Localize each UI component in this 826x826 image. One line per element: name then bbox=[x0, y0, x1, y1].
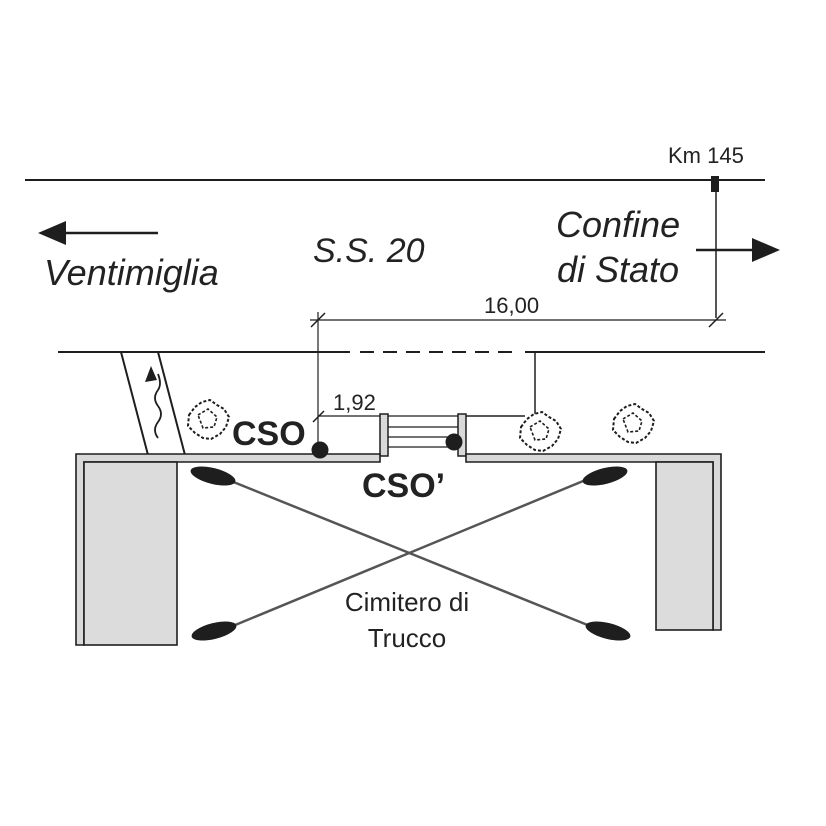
path-end-br bbox=[585, 621, 631, 641]
bush-2 bbox=[518, 410, 563, 453]
dimension-192-tick bbox=[312, 410, 325, 423]
cemetery-label-line2: Trucco bbox=[368, 623, 447, 653]
path-end-bl bbox=[191, 621, 237, 641]
km-marker bbox=[711, 176, 719, 192]
cemetery-label-line1: Cimitero di bbox=[345, 587, 469, 617]
dimension-16-tick-right bbox=[708, 312, 724, 328]
cemetery-left-block bbox=[83, 461, 178, 646]
stair-left-wall bbox=[379, 413, 389, 457]
bush-3 bbox=[611, 402, 656, 445]
cso-prime-label: CSO’ bbox=[362, 467, 445, 505]
ramp-wavy-arrow bbox=[154, 373, 162, 439]
cso-label: CSO bbox=[232, 415, 306, 453]
stair-right-wall bbox=[457, 413, 467, 457]
left-destination: Ventimiglia bbox=[44, 252, 219, 293]
path-end-tl bbox=[190, 466, 236, 486]
cemetery-right-block bbox=[655, 461, 714, 631]
cso-point bbox=[311, 441, 329, 459]
road-name: S.S. 20 bbox=[313, 232, 425, 270]
ramp-arrow-head bbox=[145, 366, 157, 382]
arrow-right-head bbox=[752, 238, 780, 262]
path-cross-b bbox=[227, 477, 589, 630]
access-ramp bbox=[119, 351, 187, 456]
cso-prime-point bbox=[445, 433, 463, 451]
km-label: Km 145 bbox=[668, 143, 744, 168]
staircase-steps bbox=[388, 415, 458, 448]
bush-1 bbox=[186, 398, 231, 441]
right-destination-line1: Confine bbox=[556, 204, 680, 245]
dimension-16-label: 16,00 bbox=[484, 293, 539, 318]
dimension-192-label: 1,92 bbox=[333, 390, 376, 415]
path-end-tr bbox=[582, 466, 628, 486]
right-destination-line2: di Stato bbox=[557, 249, 679, 290]
arrow-left-head bbox=[38, 221, 66, 245]
